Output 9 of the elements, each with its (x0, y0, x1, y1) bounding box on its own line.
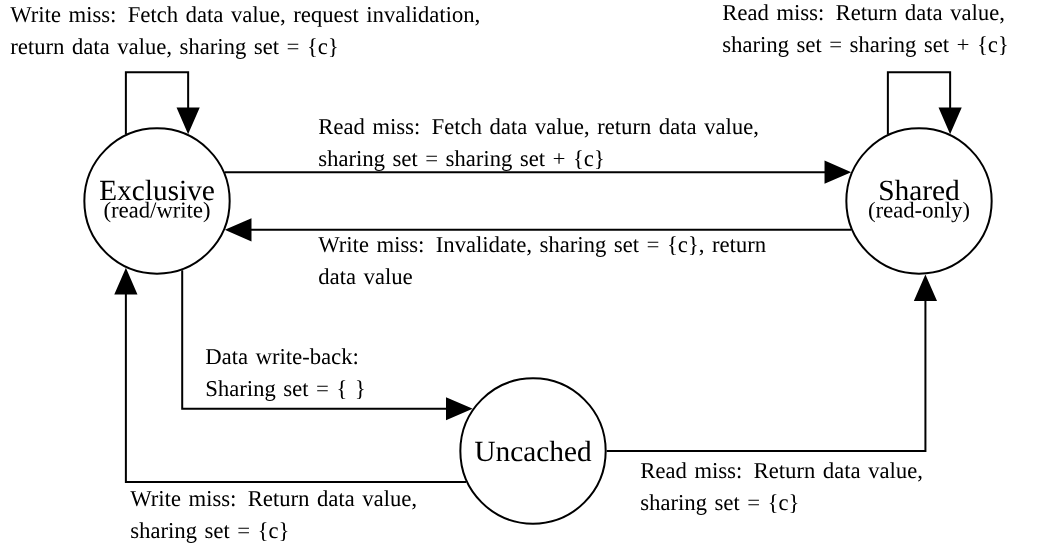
edge-label: Write miss: Invalidate, sharing set = {c}, return data value (318, 236, 766, 285)
edge-label: Read miss: Fetch data value, return data value, sharing set = sharing set + {c} (318, 118, 758, 171)
edge-label: Write miss: Return data value, sharing set = {c} (130, 490, 416, 543)
edge-label: Read miss: Return data value, sharing set = {c} (640, 462, 922, 515)
arrow (124, 71, 200, 136)
edge-label: Data write-back: Sharing set = { } (205, 348, 364, 401)
edge-label: Write miss: Fetch data value, request invalidation, return data value, sharing set = {c} (10, 6, 479, 59)
edge-label: Read miss: Return data value, sharing set = sharing set + {c} (722, 4, 1007, 57)
arrow (886, 71, 962, 136)
